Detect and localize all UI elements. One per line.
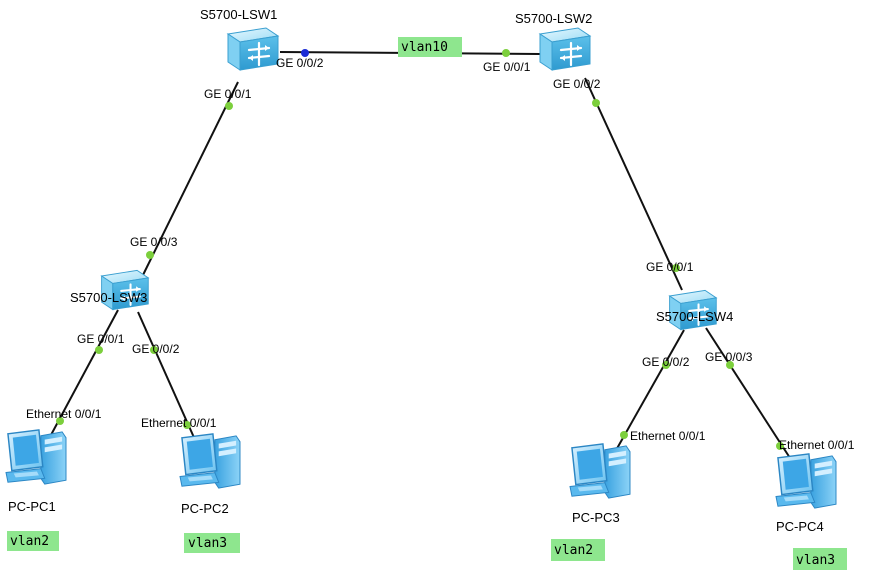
vlan-tag-trunk: vlan10 — [398, 37, 462, 57]
vlan-tag-pc2: vlan3 — [184, 533, 240, 553]
link-lsw2-lsw4[interactable] — [584, 77, 683, 291]
pc-icon — [569, 443, 631, 499]
port-dot-lsw1-ge002 — [301, 49, 309, 57]
switch-lsw3[interactable]: S5700-LSW3 — [70, 269, 150, 311]
pc-pc1[interactable]: PC-PC1 — [5, 429, 67, 514]
port-dot-lsw4-ge001 — [672, 264, 680, 272]
switch-name: S5700-LSW3 — [70, 290, 147, 305]
link-lsw1-lsw3[interactable] — [142, 81, 239, 276]
port-dot-lsw3-ge002 — [150, 346, 158, 354]
link-lsw3-pc2[interactable] — [137, 311, 197, 443]
port-dot-pc3-eth — [620, 431, 628, 439]
link-lsw4-pc4[interactable] — [705, 327, 791, 459]
pc-icon — [5, 429, 67, 485]
switch-name: S5700-LSW1 — [200, 7, 277, 22]
pc-name: PC-PC3 — [572, 510, 620, 525]
switch-icon — [226, 26, 280, 72]
link-lsw3-pc1[interactable] — [43, 309, 119, 449]
port-label-lsw4-ge002: GE 0/0/2 — [642, 355, 690, 369]
vlan-tag-pc1: vlan2 — [7, 531, 59, 551]
port-dot-pc4-eth — [776, 442, 784, 450]
vlan-tag-text: vlan2 — [10, 534, 49, 549]
pc-pc2[interactable]: PC-PC2 — [179, 433, 241, 516]
switch-icon — [538, 26, 592, 72]
switch-lsw4[interactable]: S5700-LSW4 — [656, 289, 733, 331]
vlan-tag-text: vlan10 — [401, 40, 448, 55]
pc-name: PC-PC1 — [8, 499, 56, 514]
port-dot-lsw1-ge001 — [225, 102, 233, 110]
switch-name: S5700-LSW2 — [515, 11, 592, 26]
vlan-tag-text: vlan3 — [796, 553, 835, 568]
port-label-lsw4-ge001: GE 0/0/1 — [646, 260, 694, 274]
vlan-tag-pc4: vlan3 — [793, 548, 847, 570]
pc-icon — [775, 453, 837, 509]
port-dot-pc1-eth — [56, 417, 64, 425]
port-label-lsw4-ge003: GE 0/0/3 — [705, 350, 753, 364]
port-label-lsw1-ge002: GE 0/0/2 — [276, 56, 324, 70]
port-dot-pc2-eth — [183, 421, 191, 429]
port-label-lsw3-ge003: GE 0/0/3 — [130, 235, 178, 249]
port-label-lsw1-ge001: GE 0/0/1 — [204, 87, 252, 101]
port-dot-lsw2-ge002 — [592, 99, 600, 107]
vlan-tag-pc3: vlan2 — [551, 539, 605, 561]
port-label-pc1-eth: Ethernet 0/0/1 — [26, 407, 102, 421]
port-label-lsw2-ge002: GE 0/0/2 — [553, 77, 601, 91]
port-dot-lsw3-ge001 — [95, 346, 103, 354]
port-label-lsw2-ge001: GE 0/0/1 — [483, 60, 531, 74]
port-label-pc3-eth: Ethernet 0/0/1 — [630, 429, 706, 443]
port-dot-lsw2-ge001 — [502, 49, 510, 57]
vlan-tag-text: vlan3 — [188, 536, 227, 551]
switch-name: S5700-LSW4 — [656, 309, 733, 324]
port-label-pc2-eth: Ethernet 0/0/1 — [141, 416, 217, 430]
port-dot-lsw4-ge002 — [662, 361, 670, 369]
port-label-lsw3-ge001: GE 0/0/1 — [77, 332, 125, 346]
port-label-lsw3-ge002: GE 0/0/2 — [132, 342, 180, 356]
pc-name: PC-PC2 — [181, 501, 229, 516]
pc-name: PC-PC4 — [776, 519, 824, 534]
switch-lsw1[interactable]: S5700-LSW1 — [200, 7, 280, 72]
port-dot-lsw3-ge003 — [146, 251, 154, 259]
port-dot-lsw4-ge003 — [726, 361, 734, 369]
vlan-tag-text: vlan2 — [554, 543, 593, 558]
pc-pc3[interactable]: PC-PC3 — [569, 443, 631, 525]
link-lsw4-pc3[interactable] — [614, 329, 685, 453]
pc-icon — [179, 433, 241, 489]
port-label-pc4-eth: Ethernet 0/0/1 — [779, 438, 855, 452]
switch-lsw2[interactable]: S5700-LSW2 — [515, 11, 592, 72]
pc-pc4[interactable]: PC-PC4 — [775, 453, 837, 534]
